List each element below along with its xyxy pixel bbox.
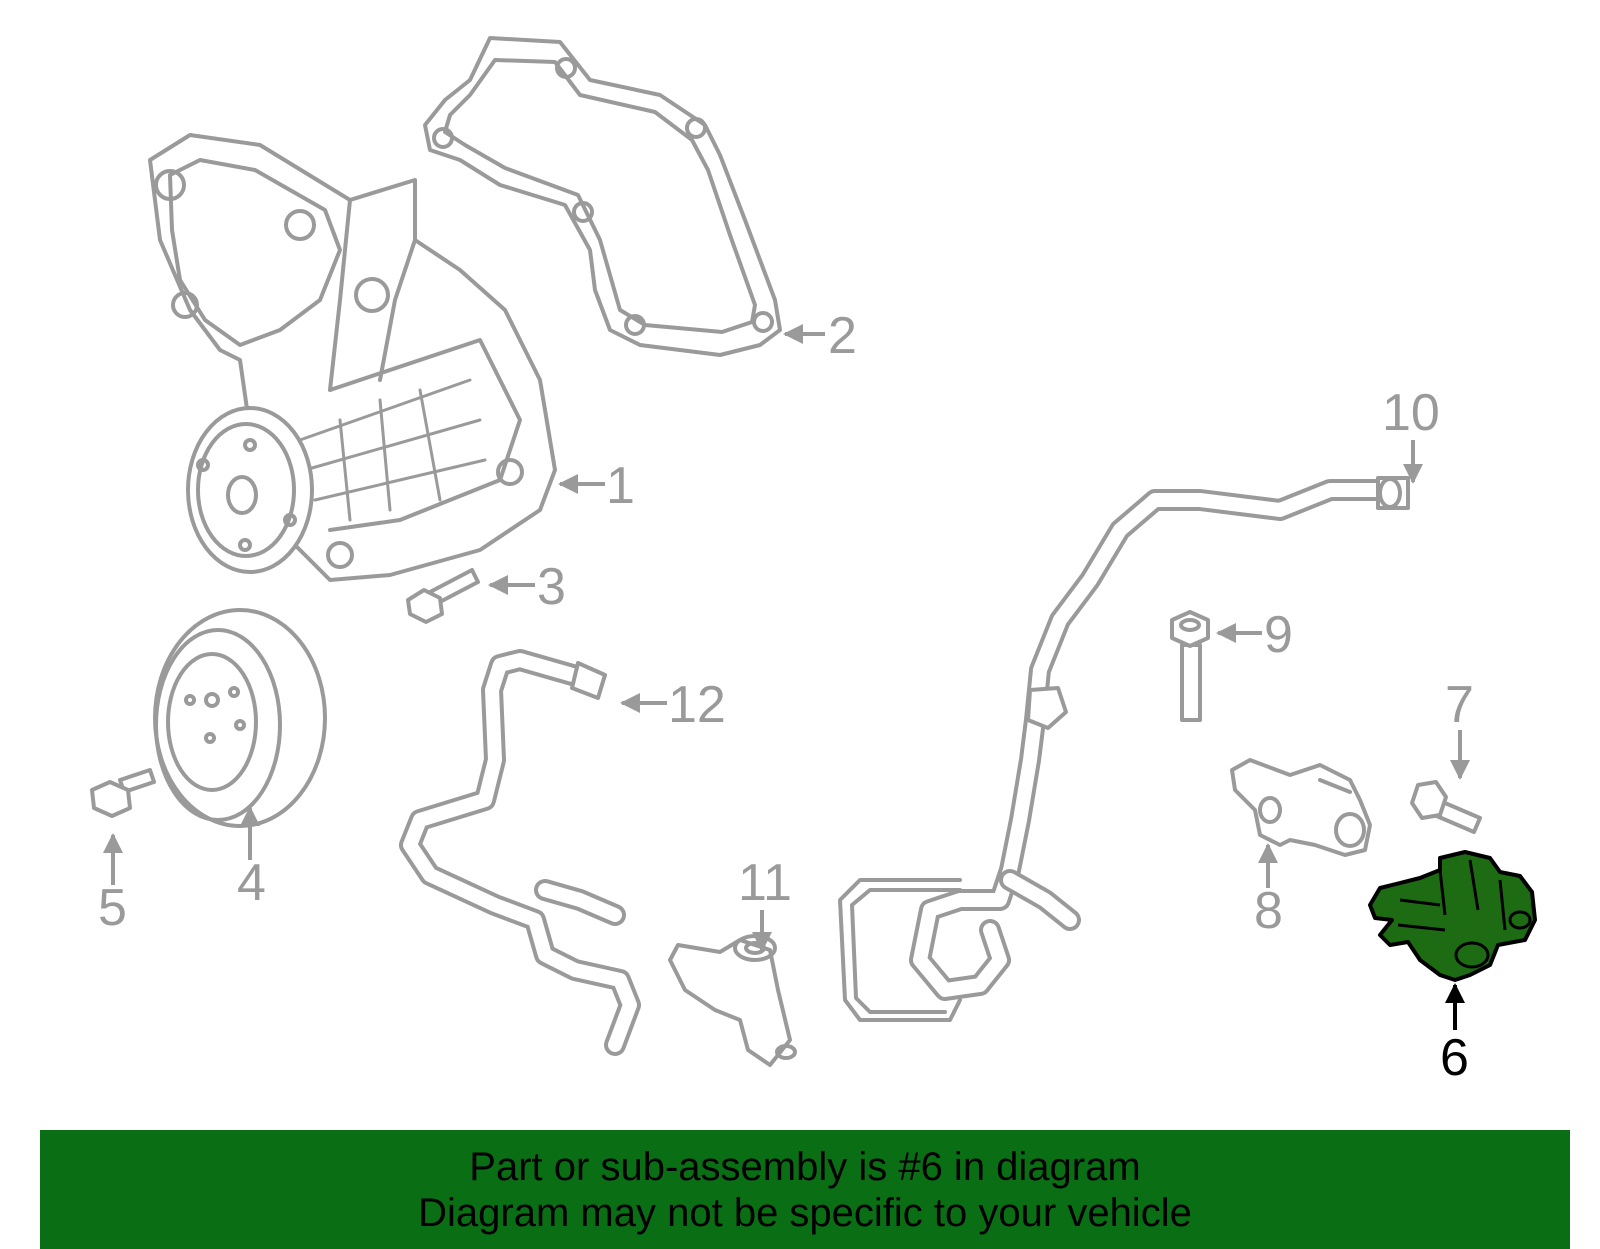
info-banner: Part or sub-assembly is #6 in diagram Di… [40,1130,1570,1249]
callout-1: 1 [606,457,635,515]
callout-11: 11 [738,854,792,912]
bolt-part-5[interactable] [90,768,156,818]
gasket-part-2[interactable] [423,36,782,357]
parts-diagram: 2 1 3 4 5 10 9 7 8 11 12 6 [90,36,1537,1087]
callout-10: 10 [1382,384,1440,442]
hose-part-12[interactable] [399,649,641,1056]
valve-housing-part-8[interactable] [1230,758,1372,857]
callout-12: 12 [668,676,726,734]
pulley-part-4[interactable] [153,608,327,828]
callout-2: 2 [828,307,857,365]
callout-6: 6 [1440,1029,1469,1087]
coolant-tube-part-10[interactable] [838,476,1410,1022]
thermostat-housing-part-6[interactable] [1368,850,1537,982]
callout-4: 4 [237,854,266,912]
callout-9: 9 [1264,606,1293,664]
fitting-part-11[interactable] [668,934,797,1067]
callout-8: 8 [1254,882,1283,940]
callout-3: 3 [537,558,566,616]
bolt-part-7[interactable] [1410,780,1482,834]
water-pump-part-1[interactable] [148,133,557,582]
callout-7: 7 [1445,676,1474,734]
callout-5: 5 [98,879,127,937]
banner-line-part: Part or sub-assembly is #6 in diagram [469,1144,1141,1189]
bolt-part-3[interactable] [406,568,480,624]
callout-labels: 2 1 3 4 5 10 9 7 8 11 12 6 [98,307,1474,1087]
callout-arrows [103,324,1470,1030]
banner-line-disclaimer: Diagram may not be specific to your vehi… [418,1190,1192,1235]
bolt-part-9[interactable] [1170,610,1210,722]
